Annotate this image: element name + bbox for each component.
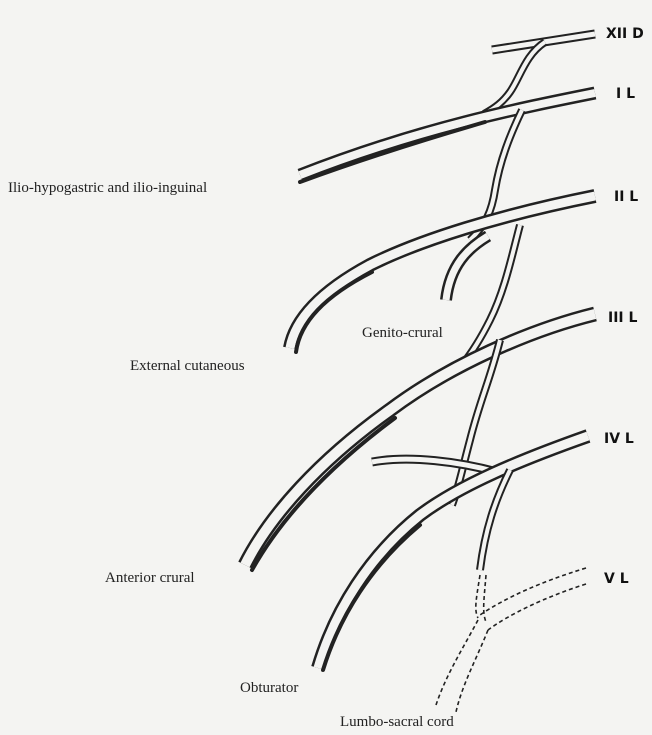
nerve-i-l [300,93,595,240]
label-lumbo-sacral-cord: Lumbo-sacral cord [340,714,454,730]
lumbo-sacral-dashed [436,568,586,712]
label-external-cutaneous: External cutaneous [130,358,245,374]
segment-label-xii-d: XII D [606,26,644,42]
segment-label-v-l: V L [604,571,629,587]
label-anterior-crural: Anterior crural [105,570,195,586]
segment-labels: XII D I L II L III L IV L V L [604,26,644,587]
segment-label-iii-l: III L [608,310,638,326]
nerve-iv-l [318,436,588,670]
label-obturator: Obturator [240,680,298,696]
segment-label-iv-l: IV L [604,431,634,447]
label-genito-crural: Genito-crural [362,325,443,341]
segment-label-ii-l: II L [614,189,638,205]
label-ilio-hypogastric: Ilio-hypogastric and ilio-inguinal [8,180,207,196]
segment-label-i-l: I L [616,86,635,102]
nerve-trunks [245,34,595,712]
